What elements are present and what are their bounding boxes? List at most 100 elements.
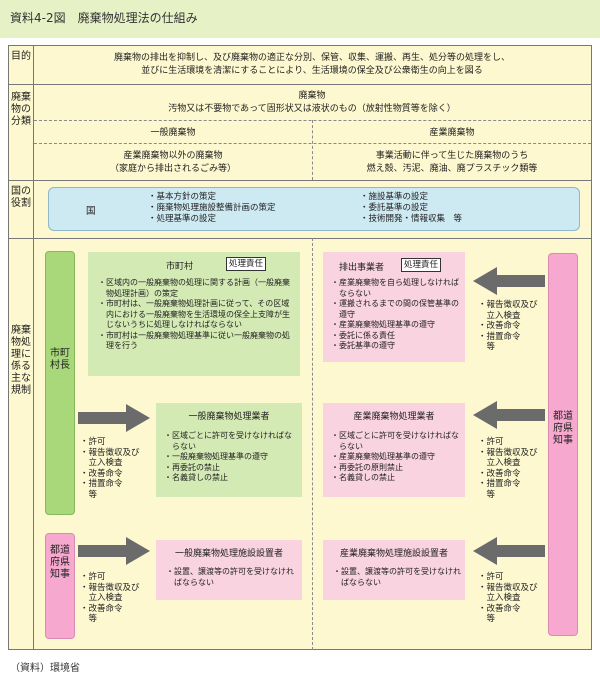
power-item: ・報告徴収及び (478, 582, 538, 593)
power-item: 立入検査 (478, 310, 521, 321)
power-item: 立入検査 (80, 458, 123, 468)
power-item: 立入検査 (478, 593, 521, 603)
general-facility-title: 一般廃棄物処理施設設置者 (174, 549, 283, 559)
industrial-facility-title: 産業廃棄物処理施設設置者 (339, 549, 448, 559)
power-item: 等 (80, 614, 98, 624)
power-item: 等 (478, 614, 496, 624)
list-item: ・委託基準の遵守 (331, 341, 395, 350)
power-item: ・許可 (478, 437, 504, 447)
list-item: ・名義貸しの禁止 (331, 473, 395, 482)
power-item: ・報告徴収及び (478, 447, 538, 458)
power-item: ・許可 (478, 572, 504, 582)
general-waste-desc: 産業廃棄物以外の廃棄物 （家庭から排出されるごみ等） (34, 150, 312, 176)
list-item: ・産業廃棄物処理基準の遵守 (331, 320, 435, 329)
power-item: ・改善命令 (80, 603, 123, 614)
row-label-national: 国の役割 (11, 186, 31, 209)
list-item: ・市町村は一般廃棄物処理基準に従い一般廃棄物の処理を行う (98, 330, 290, 351)
industrial-waste-desc: 事業活動に伴って生じた廃棄物のうち 燃え殻、汚泥、廃油、廃プラスチック類等 (313, 150, 591, 176)
row-divider (8, 238, 592, 239)
list-item: ・再委託の禁止 (164, 462, 220, 472)
industrial-waste-desc-2: 燃え殻、汚泥、廃油、廃プラスチック類等 (366, 164, 538, 174)
regulation-center-divider (312, 238, 313, 650)
general-waste-title: 一般廃棄物 (150, 128, 196, 138)
list-item: ・設置、譲渡等の許可を受けなければならない (166, 567, 294, 587)
national-role-item: ・技術開発・情報収集 等 (360, 214, 463, 224)
national-role-box (48, 187, 580, 231)
emitter-box: 排出事業者 処理責任 ・産業廃棄物を自ら処理しなければならない ・運搬されるまで… (323, 252, 465, 362)
power-item: ・改善命令 (478, 603, 521, 614)
row-divider (8, 84, 592, 85)
general-waste-handler-box: 一般廃棄物処理業者 ・区域ごとに許可を受けなければならない ・一般廃棄物処理基準… (156, 403, 302, 497)
national-role-item: ・基本方針の策定 (148, 192, 217, 202)
national-role-item: ・廃棄物処理施設整備計画の策定 (148, 203, 276, 213)
power-item: ・報告徴収及び (478, 300, 538, 310)
power-item: ・措置命令 (80, 479, 123, 489)
classification-center-divider (312, 120, 313, 180)
prefectural-right-powers-2: ・許可 ・報告徴収及び 立入検査 ・改善命令 ・措置命令 等 (478, 437, 538, 500)
prefectural-right-powers-3: ・許可 ・報告徴収及び 立入検査 ・改善命令 等 (478, 572, 538, 625)
power-item: ・措置命令 (478, 479, 521, 489)
general-facility-items: ・設置、譲渡等の許可を受けなければならない (166, 567, 298, 588)
power-item: 立入検査 (478, 458, 521, 468)
title-bar (0, 0, 600, 38)
industrial-waste-title: 産業廃棄物 (429, 128, 475, 138)
source-note: （資料）環境省 (10, 663, 80, 674)
municipality-items: ・区域内の一般廃棄物の処理に関する計画（一般廃棄物処理計画）の策定 ・市町村は、… (98, 278, 294, 352)
row-label-purpose: 目的 (11, 51, 31, 62)
row-label-regulation: 廃棄物処理に係る主な規制 (11, 325, 31, 396)
power-item: ・改善命令 (478, 468, 521, 479)
prefectural-right-powers-1: ・報告徴収及び 立入検査 ・改善命令 ・措置命令 等 (478, 300, 538, 353)
power-item: ・報告徴収及び (80, 582, 140, 593)
power-item: ・改善命令 (80, 468, 123, 479)
municipal-head-bar (45, 251, 75, 515)
power-item: ・報告徴収及び (80, 447, 140, 458)
industrial-waste-handler-items: ・区域ごとに許可を受けなければならない ・産業廃棄物処理基準の遵守 ・再委託の原… (331, 431, 461, 484)
industrial-facility-box: 産業廃棄物処理施設設置者 ・設置、譲渡等の許可を受けなければならない (323, 540, 465, 600)
emitter-items: ・産業廃棄物を自ら処理しなければならない ・運搬されるまでの間の保管基準の遵守 … (331, 278, 461, 352)
purpose-text: 廃棄物の排出を抑制し、及び廃棄物の適正な分別、保管、収集、運搬、再生、処分等の処… (36, 52, 588, 78)
prefectural-governor-bar-left (45, 533, 75, 639)
responsibility-tag: 処理責任 (401, 258, 442, 272)
prefectural-governor-bar-right (548, 253, 578, 636)
classification-subdivider (34, 143, 591, 144)
arrow-left-icon (473, 537, 545, 565)
list-item: ・産業廃棄物を自ら処理しなければならない (331, 278, 459, 298)
prefectural-governor-label-left: 都道府県知事 (50, 545, 70, 580)
list-item: ・再委託の原則禁止 (331, 462, 403, 472)
general-waste-handler-title: 一般廃棄物処理業者 (188, 412, 270, 422)
list-item: ・区域ごとに許可を受けなければならない (331, 431, 459, 451)
general-waste-desc-1: 産業廃棄物以外の廃棄物 (123, 151, 223, 161)
arrow-left-icon (473, 267, 545, 295)
list-item: ・市町村は、一般廃棄物処理計画に従って、その区域内における一般廃棄物を生活環境の… (98, 299, 290, 329)
arrow-right-icon (78, 537, 150, 565)
figure-title: 資料4-2図 廃棄物処理法の仕組み (10, 11, 198, 25)
power-item: ・改善命令 (478, 321, 521, 331)
list-item: ・一般廃棄物処理基準の遵守 (164, 452, 268, 461)
industrial-waste-handler-box: 産業廃棄物処理業者 ・区域ごとに許可を受けなければならない ・産業廃棄物処理基準… (323, 403, 465, 497)
purpose-line-2: 並びに生活環境を清潔にすることにより、生活環境の保全及び公衆衛生の向上を図る (141, 66, 483, 76)
prefectural-left-powers: ・許可 ・報告徴収及び 立入検査 ・改善命令 等 (80, 572, 140, 625)
municipal-powers: ・許可 ・報告徴収及び 立入検査 ・改善命令 ・措置命令 等 (80, 437, 140, 500)
power-item: ・許可 (80, 437, 106, 447)
national-role-item: ・委託基準の設定 (360, 203, 429, 213)
prefectural-governor-label-right: 都道府県知事 (553, 411, 573, 446)
general-waste-handler-items: ・区域ごとに許可を受けなければならない ・一般廃棄物処理基準の遵守 ・再委託の禁… (164, 431, 298, 484)
national-role-item: ・処理基準の設定 (148, 214, 217, 224)
responsibility-tag: 処理責任 (226, 257, 267, 271)
industrial-waste-desc-1: 事業活動に伴って生じた廃棄物のうち (375, 151, 529, 161)
emitter-title: 排出事業者 (339, 263, 385, 273)
power-item: ・許可 (80, 572, 106, 582)
list-item: ・区域ごとに許可を受けなければならない (164, 431, 292, 451)
industrial-waste-handler-title: 産業廃棄物処理業者 (353, 412, 435, 422)
list-item: ・産業廃棄物処理基準の遵守 (331, 452, 435, 461)
row-divider (8, 180, 592, 181)
power-item: 立入検査 (80, 593, 123, 603)
power-item: 等 (478, 342, 496, 352)
waste-definition-text: 汚物又は不要物であって固形状又は液状のもの（放射性物質等を除く） (168, 104, 456, 114)
municipality-box: 市町村 処理責任 ・区域内の一般廃棄物の処理に関する計画（一般廃棄物処理計画）の… (88, 252, 300, 376)
arrow-left-icon (473, 401, 545, 429)
list-item: ・区域内の一般廃棄物の処理に関する計画（一般廃棄物処理計画）の策定 (98, 278, 290, 298)
list-item: ・委託に係る責任 (331, 330, 395, 340)
national-actor: 国 (86, 206, 96, 217)
